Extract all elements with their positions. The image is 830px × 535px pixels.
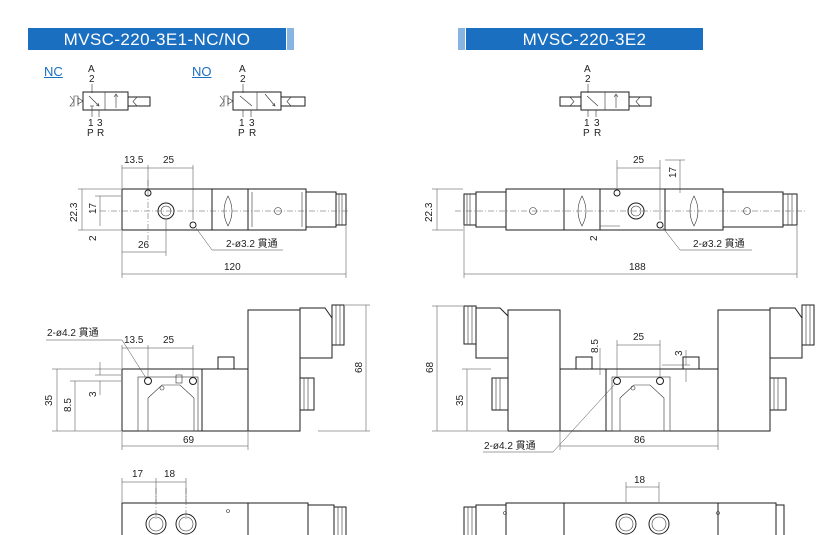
port-1-label: 1 xyxy=(88,118,94,129)
model-header-right: MVSC-220-3E2 xyxy=(458,28,703,50)
hole-note: 2-ø4.2 貫通 xyxy=(47,327,99,339)
dim-17: 17 xyxy=(132,469,144,480)
dim-13-5: 13.5 xyxy=(124,155,144,166)
port-2-label: 2 xyxy=(585,74,591,85)
port-a-label: A xyxy=(239,64,246,75)
dim-18: 18 xyxy=(164,469,176,480)
port-a-label: A xyxy=(88,64,95,75)
hole-note: 2-ø3.2 貫通 xyxy=(226,238,278,250)
dim-3: 3 xyxy=(674,350,685,356)
port-3-label: 3 xyxy=(97,118,103,129)
model-title-right: MVSC-220-3E2 xyxy=(522,30,647,49)
left-top-view: 13.5 25 22.3 17 2 26 120 2-ø3.2 貫通 xyxy=(69,155,350,278)
dim-120: 120 xyxy=(224,262,241,273)
dim-35: 35 xyxy=(44,394,55,406)
dim-25: 25 xyxy=(633,332,645,343)
hole-note: 2-ø3.2 貫通 xyxy=(693,238,745,250)
dim-26: 26 xyxy=(138,240,150,251)
dim-18: 18 xyxy=(634,475,646,486)
port-r-label: R xyxy=(97,128,104,139)
dim-17: 17 xyxy=(88,202,99,214)
port-2-label: 2 xyxy=(240,74,246,85)
port-2-label: 2 xyxy=(89,74,95,85)
hole-note: 2-ø4.2 貫通 xyxy=(484,440,536,452)
model-title-left: MVSC-220-3E1-NC/NO xyxy=(63,30,251,49)
right-bottom-view: 18 xyxy=(463,475,785,535)
dim-8-5: 8.5 xyxy=(63,398,74,412)
port-1-label: 1 xyxy=(239,118,245,129)
port-r-label: R xyxy=(249,128,256,139)
port-1-label: 1 xyxy=(584,118,590,129)
dim-17: 17 xyxy=(668,166,679,178)
header-edge-right xyxy=(287,28,294,50)
right-front-view: 8.5 25 3 68 35 86 2-ø4.2 貫通 xyxy=(425,304,815,453)
dim-25: 25 xyxy=(633,155,645,166)
dim-3: 3 xyxy=(88,391,99,397)
port-p-label: P xyxy=(87,128,94,139)
left-bottom-view: 17 18 xyxy=(121,469,347,535)
no-label: NO xyxy=(192,64,212,79)
port-p-label: P xyxy=(238,128,245,139)
header-edge-left xyxy=(458,28,465,50)
no-valve-symbol: A 2 1 3 P R xyxy=(219,64,306,139)
dim-2: 2 xyxy=(589,235,600,241)
dim-69: 69 xyxy=(183,435,195,446)
port-3-label: 3 xyxy=(594,118,600,129)
e2-valve-symbol: A 2 1 3 P R xyxy=(559,64,652,139)
dim-68: 68 xyxy=(425,361,436,373)
dim-25: 25 xyxy=(163,155,175,166)
dim-188: 188 xyxy=(629,262,646,273)
dim-13-5: 13.5 xyxy=(124,335,144,346)
dim-2: 2 xyxy=(88,235,99,241)
nc-label: NC xyxy=(44,64,63,79)
dim-86: 86 xyxy=(634,435,646,446)
dim-35: 35 xyxy=(455,394,466,406)
dim-22-3: 22.3 xyxy=(424,202,435,222)
port-p-label: P xyxy=(583,128,590,139)
nc-valve-symbol: A 2 1 3 P R xyxy=(69,64,151,139)
right-top-view: 25 17 22.3 2 188 2-ø3.2 貫通 xyxy=(424,155,805,278)
left-front-view: 13.5 25 35 8.5 3 69 68 2-ø4.2 貫通 xyxy=(44,304,370,450)
dim-25: 25 xyxy=(163,335,175,346)
dim-68: 68 xyxy=(354,361,365,373)
port-a-label: A xyxy=(584,64,591,75)
dim-8-5: 8.5 xyxy=(590,339,601,353)
port-r-label: R xyxy=(594,128,601,139)
port-3-label: 3 xyxy=(249,118,255,129)
model-header-left: MVSC-220-3E1-NC/NO xyxy=(28,28,294,50)
dim-22-3: 22.3 xyxy=(69,202,80,222)
